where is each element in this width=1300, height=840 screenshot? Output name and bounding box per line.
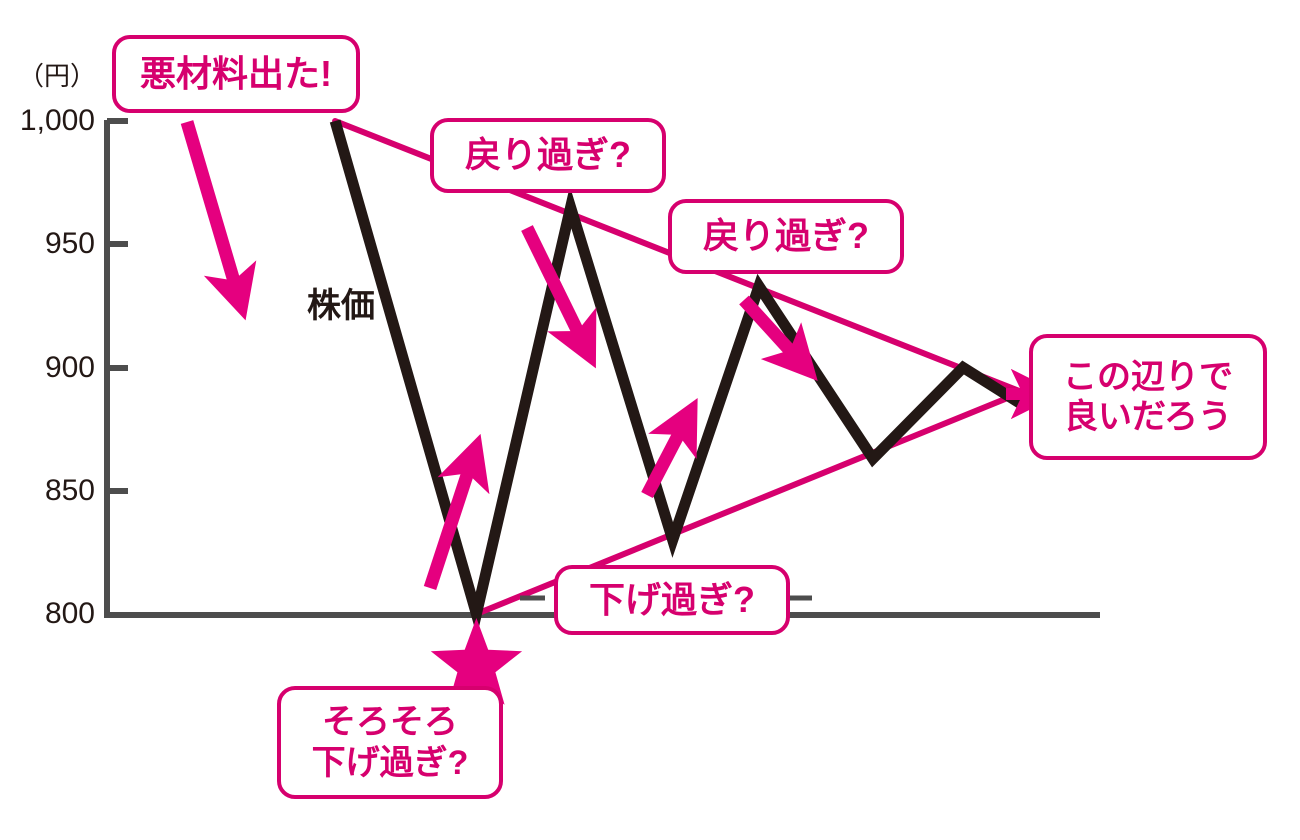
axis-group bbox=[104, 118, 1100, 618]
arrow-rise-2 bbox=[641, 398, 698, 499]
callout-rebound-1: 戻り過ぎ? bbox=[430, 118, 666, 193]
y-tick-label-950: 950 bbox=[44, 227, 95, 260]
arrow-drop-3 bbox=[739, 295, 818, 381]
y-tick-label-850: 850 bbox=[44, 474, 95, 507]
annotation-arrows-group bbox=[180, 120, 1062, 591]
star-marker-icon bbox=[430, 618, 523, 705]
callout-rebound-2: 戻り過ぎ? bbox=[668, 199, 904, 274]
y-tick-label-800: 800 bbox=[44, 597, 95, 630]
y-tick-label-900: 900 bbox=[44, 351, 95, 384]
y-axis-unit-label: （円） bbox=[18, 61, 97, 91]
series-label-stock-price: 株価 bbox=[307, 287, 375, 325]
y-tick-label-1000: 1,000 bbox=[19, 104, 95, 137]
callout-bottom-soon: そろそろ 下げ過ぎ? bbox=[277, 686, 503, 799]
callout-oversold: 下げ過ぎ? bbox=[554, 565, 790, 635]
callout-converge: この辺りで 良いだろう bbox=[1029, 334, 1267, 460]
trendlines-group bbox=[332, 118, 1025, 617]
stock-price-line bbox=[329, 119, 1025, 636]
arrow-drop-1 bbox=[180, 120, 257, 321]
arrow-rise-1 bbox=[423, 433, 490, 591]
arrow-drop-2 bbox=[521, 225, 597, 369]
callout-bad-news: 悪材料出た! bbox=[112, 35, 360, 113]
